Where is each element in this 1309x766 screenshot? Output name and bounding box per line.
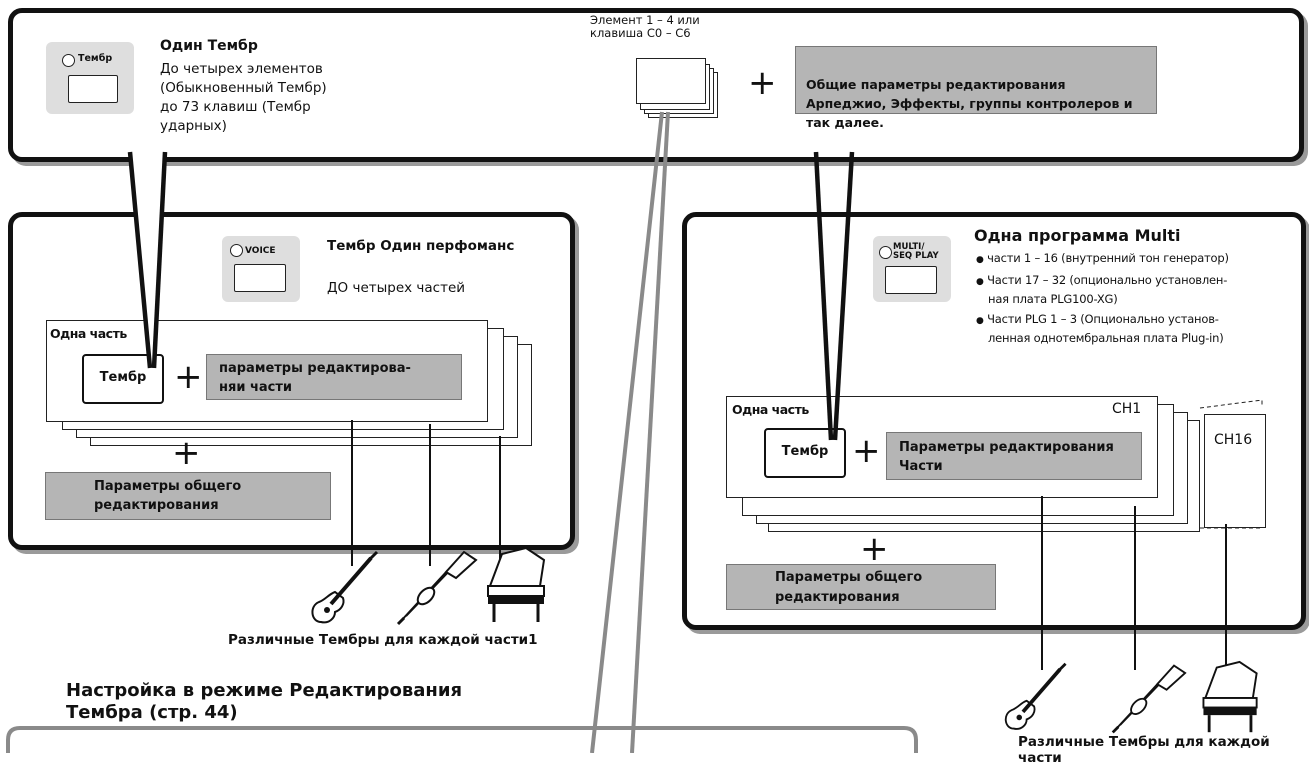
- trumpet-icon: [1111, 664, 1187, 734]
- performance-part-label: Одна часть: [50, 326, 127, 341]
- part-params-box: параметры редактирова- няи части: [206, 354, 462, 400]
- trumpet-icon: [396, 550, 478, 626]
- voice-mode-button[interactable]: VOICE: [222, 236, 300, 302]
- ch1-label: CH1: [1112, 401, 1142, 417]
- multi-bullets: ● части 1 – 16 (внутренний тон генератор…: [976, 251, 1229, 345]
- multi-voice-box: Тембр: [764, 428, 846, 478]
- grand-piano-icon: [1202, 660, 1258, 733]
- performance-subtitle: ДО четырех частей: [327, 280, 466, 296]
- plus-sign: +: [748, 63, 777, 103]
- voice-button-panel[interactable]: Тембр: [46, 42, 134, 114]
- multi-part-params-box: Параметры редактирования Части: [886, 432, 1142, 480]
- element-label: Элемент 1 – 4 или клавиша C0 – C6: [590, 13, 700, 40]
- multi-button-label: MULTI/ SEQ PLAY: [893, 242, 939, 261]
- led-indicator-icon: [230, 244, 243, 257]
- voice-mode-key: [234, 264, 286, 292]
- plus-sign: +: [172, 433, 201, 473]
- grand-piano-icon: [487, 546, 546, 622]
- multi-instruments-caption: Различные Тембры для каждой части: [1018, 734, 1270, 766]
- arpeggio-common-params: Общие параметры редактирования Арпеджио,…: [795, 46, 1157, 130]
- voice-button-label: Тембр: [78, 53, 113, 64]
- performance-instruments-caption: Различные Тембры для каждой части1: [228, 632, 538, 648]
- plus-sign: +: [174, 357, 203, 397]
- multi-title: Одна программа Multi: [974, 226, 1181, 245]
- guitar-icon: [311, 550, 379, 624]
- performance-voice-box: Тембр: [82, 354, 164, 404]
- voice-description: До четырех элементов (Обыкновенный Тембр…: [160, 61, 327, 134]
- guitar-icon: [1004, 662, 1067, 730]
- performance-common-params: Параметры общего редактирования: [45, 472, 331, 520]
- voice-mode-label: VOICE: [245, 246, 276, 256]
- plus-sign: +: [852, 431, 881, 471]
- plus-sign: +: [860, 529, 889, 569]
- multi-part-label: Одна часть: [732, 402, 809, 417]
- multi-seq-play-button[interactable]: MULTI/ SEQ PLAY: [873, 236, 951, 302]
- led-indicator-icon: [879, 246, 892, 259]
- voice-title: Один Тембр: [160, 38, 258, 54]
- multi-common-params: Параметры общего редактирования: [726, 564, 996, 610]
- performance-title: Тембр Один перфоманс: [327, 238, 515, 254]
- led-indicator-icon: [62, 54, 75, 67]
- voice-edit-heading: Настройка в режиме Редактирования Тембра…: [66, 680, 463, 723]
- ch16-label: CH16: [1214, 432, 1253, 448]
- voice-button-key: [68, 75, 118, 103]
- multi-button-key: [885, 266, 937, 294]
